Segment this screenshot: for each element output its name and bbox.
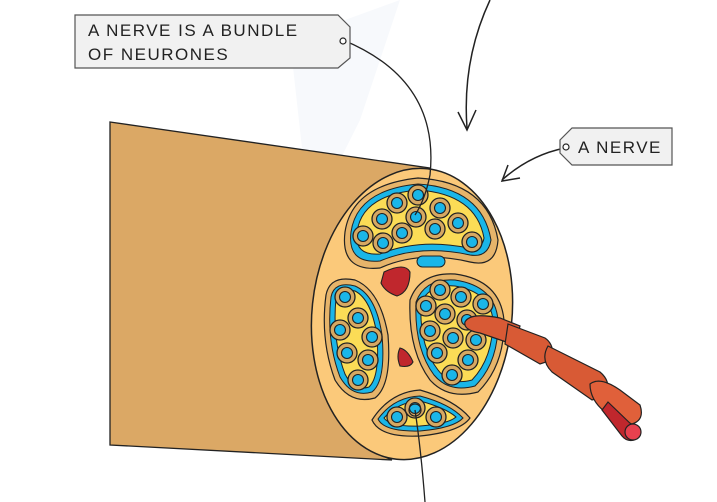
blood-vessel: [397, 347, 414, 368]
fascicle-left: [323, 278, 390, 401]
fascicle-right: [409, 273, 505, 395]
label-text: A NERVE: [578, 138, 662, 157]
pointer-line-bundle: [342, 39, 432, 216]
arrowhead-nerve: [500, 164, 521, 182]
arrow-top: [465, 0, 491, 129]
label-text: A NERVE IS A BUNDLE: [88, 21, 299, 40]
neurone-drawn-out: [464, 315, 642, 442]
fascicle-top: [343, 177, 499, 269]
blood-vessel-small: [416, 255, 446, 268]
arrowhead-top: [457, 109, 477, 132]
label-nerve-bundle: A NERVE IS A BUNDLE OF NEURONES: [74, 14, 351, 69]
label-nerve: A NERVE: [559, 127, 673, 166]
label-text: OF NEURONES: [88, 45, 229, 64]
arrow-nerve: [501, 147, 566, 181]
pointer-line-bottom: [414, 409, 426, 502]
blood-vessel: [380, 266, 411, 297]
